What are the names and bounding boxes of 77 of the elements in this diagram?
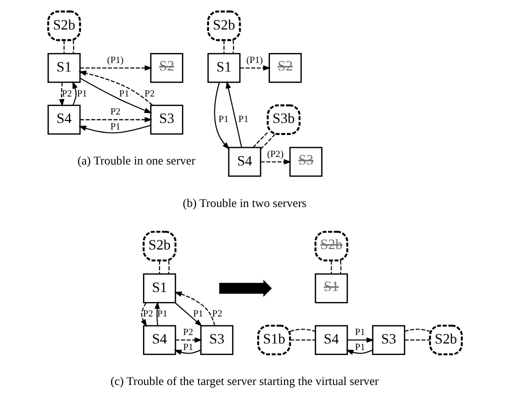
edge-label: P2 bbox=[142, 308, 154, 320]
arrow bbox=[174, 350, 202, 355]
arrow bbox=[260, 159, 292, 165]
node-box: S3 bbox=[372, 325, 406, 355]
connector bbox=[159, 260, 160, 274]
edge-label: P1 bbox=[193, 308, 204, 320]
arrow bbox=[214, 82, 230, 150]
node-box: S1 bbox=[48, 53, 81, 83]
node-box: S2b bbox=[429, 324, 463, 356]
node-box: S4 bbox=[143, 325, 176, 355]
node-box: S2b bbox=[47, 10, 81, 42]
label: (b) Trouble in two servers bbox=[182, 196, 307, 210]
node-box: S4 bbox=[48, 104, 81, 135]
edge-label: P1 bbox=[183, 342, 194, 354]
arrow bbox=[174, 302, 202, 327]
label: (a) Trouble in one server bbox=[78, 154, 196, 168]
edge-label: P1 bbox=[354, 326, 366, 338]
node-box: S3 bbox=[200, 325, 234, 355]
arrow bbox=[154, 301, 160, 326]
node-arrow bbox=[219, 280, 272, 297]
connector bbox=[64, 40, 65, 54]
arrow bbox=[59, 82, 64, 107]
node-box: S2b bbox=[142, 230, 176, 262]
arrow bbox=[347, 337, 374, 343]
node-box: S4 bbox=[228, 146, 262, 177]
arrow bbox=[140, 302, 147, 328]
node-box: S3 bbox=[289, 146, 322, 177]
edge-label: P2 bbox=[212, 308, 222, 320]
node-box: S3b bbox=[266, 104, 300, 135]
arrow bbox=[226, 80, 242, 148]
connector bbox=[72, 40, 74, 54]
edge-label: P1 bbox=[157, 308, 168, 320]
edge-label: P2 bbox=[183, 326, 194, 338]
arrow bbox=[176, 337, 202, 343]
arrow bbox=[80, 78, 152, 114]
edge-label: (P1) bbox=[107, 54, 124, 66]
node-box: S4 bbox=[314, 325, 348, 355]
arrow bbox=[80, 117, 152, 122]
arrow bbox=[346, 350, 373, 355]
edge-label: (P1) bbox=[246, 54, 263, 66]
arrow bbox=[78, 124, 151, 134]
node-box: S2 bbox=[150, 53, 184, 83]
edge-label: P1 bbox=[110, 122, 120, 133]
node-box: S2b bbox=[207, 10, 241, 42]
edge-label: P2 bbox=[110, 106, 120, 118]
node-box: S1b bbox=[257, 324, 291, 356]
connector bbox=[290, 340, 316, 341]
node-box: S2b bbox=[314, 230, 348, 262]
arrow bbox=[78, 70, 153, 106]
connector bbox=[340, 260, 342, 274]
node-box: S2 bbox=[268, 53, 302, 83]
edge-label: (P2) bbox=[267, 148, 284, 160]
label: (c) Trouble of the target server starting the virtual server bbox=[110, 374, 379, 388]
node-box: S1 bbox=[314, 273, 348, 304]
connector bbox=[404, 328, 430, 332]
edge-label: P1 bbox=[218, 114, 229, 126]
connector bbox=[404, 340, 430, 341]
arrow bbox=[174, 292, 216, 326]
connector bbox=[290, 328, 316, 332]
connector bbox=[223, 40, 224, 54]
node-box: S1 bbox=[207, 53, 241, 83]
connector bbox=[260, 134, 276, 150]
node-box: S1 bbox=[143, 273, 176, 304]
arrow bbox=[240, 65, 271, 71]
node-box: S3 bbox=[150, 104, 184, 135]
arrow bbox=[72, 81, 78, 106]
edge-label: P1 bbox=[76, 88, 88, 100]
edge-label: P2 bbox=[144, 88, 155, 100]
connector bbox=[232, 40, 234, 54]
edge-label: P2 bbox=[62, 88, 72, 100]
connector bbox=[330, 260, 332, 274]
connector bbox=[252, 132, 268, 148]
edge-label: P1 bbox=[354, 342, 366, 354]
edge-label: P1 bbox=[238, 114, 249, 126]
arrow bbox=[80, 65, 152, 71]
edge-label: P1 bbox=[119, 88, 130, 100]
connector bbox=[168, 260, 170, 274]
